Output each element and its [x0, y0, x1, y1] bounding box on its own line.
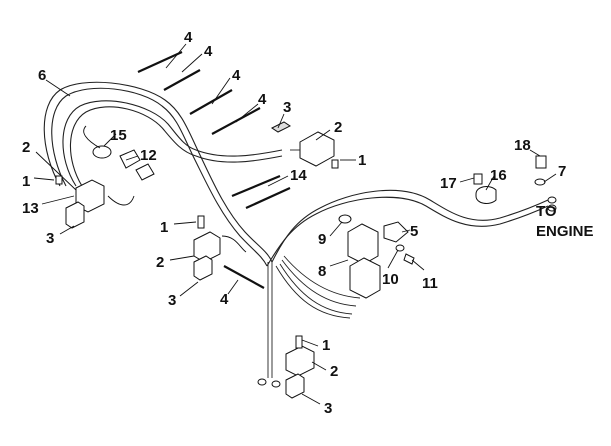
callout-part-16: 16	[490, 167, 507, 184]
to-engine-label-line1: TO	[536, 203, 557, 220]
callout-part-9: 9	[318, 231, 326, 248]
callout-part-12: 12	[140, 147, 157, 164]
part-callouts: 4 4 4 4 6 3 2 1 15 12 2 1 13 3 14 18 7 1…	[22, 29, 566, 417]
callout-part-14: 14	[290, 167, 307, 184]
callout-part-1: 1	[358, 152, 366, 169]
callout-part-4: 4	[232, 67, 241, 84]
callout-part-1: 1	[160, 219, 168, 236]
callout-part-7: 7	[558, 163, 566, 180]
callout-part-6: 6	[38, 67, 46, 84]
callout-part-2: 2	[330, 363, 338, 380]
callout-part-3: 3	[283, 99, 291, 116]
callout-part-4: 4	[204, 43, 213, 60]
callout-part-4: 4	[258, 91, 267, 108]
callout-part-3: 3	[168, 292, 176, 309]
callout-leader-lines	[33, 43, 557, 405]
callout-part-1: 1	[322, 337, 330, 354]
callout-part-13: 13	[22, 200, 39, 217]
callout-part-17: 17	[440, 175, 457, 192]
callout-part-15: 15	[110, 127, 127, 144]
to-engine-label-line2: ENGINE	[536, 223, 594, 240]
callout-part-1: 1	[22, 173, 30, 190]
callout-part-18: 18	[514, 137, 531, 154]
callout-part-2: 2	[22, 139, 30, 156]
callout-part-10: 10	[382, 271, 399, 288]
callout-part-2: 2	[156, 254, 164, 271]
main-wire-harness	[43, 81, 549, 378]
callout-part-5: 5	[410, 223, 418, 240]
cable-ties	[137, 50, 291, 289]
callout-part-3: 3	[324, 400, 332, 417]
callout-part-4: 4	[184, 29, 193, 46]
callout-part-11: 11	[422, 275, 438, 292]
callout-part-3: 3	[46, 230, 54, 247]
callout-part-8: 8	[318, 263, 326, 280]
callout-part-4: 4	[220, 291, 229, 308]
callout-part-2: 2	[334, 119, 342, 136]
harness-components	[55, 121, 557, 399]
